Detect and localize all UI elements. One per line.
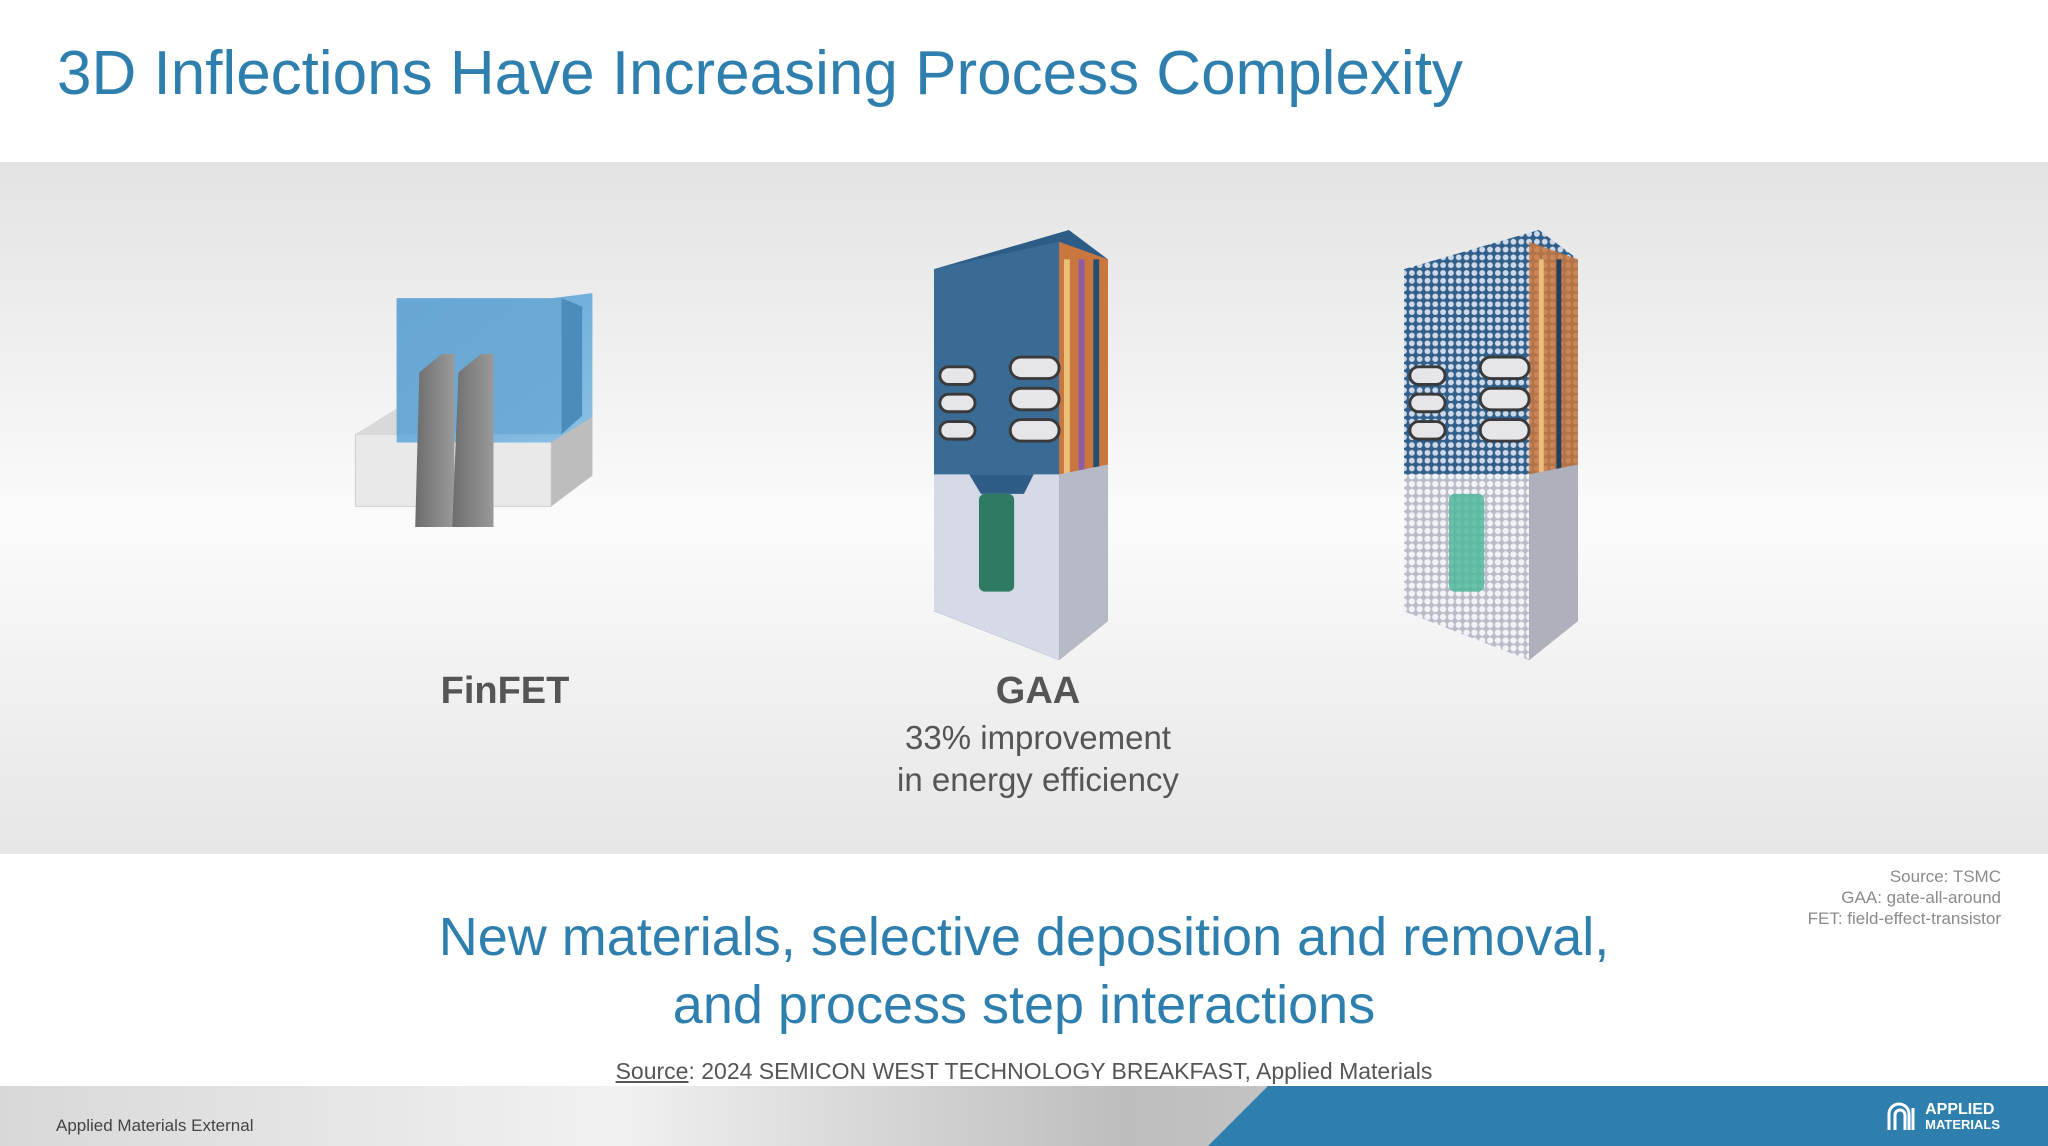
- logo-line-1: APPLIED: [1925, 1101, 1995, 1118]
- gaa-subtitle-line-1: 33% improvement: [905, 719, 1171, 756]
- classification-label: Applied Materials External: [56, 1116, 254, 1135]
- note-gaa: GAA: gate-all-around: [1841, 888, 2001, 907]
- tagline-line-1: New materials, selective deposition and …: [438, 907, 1610, 967]
- finfet-illustration: [354, 293, 593, 527]
- applied-materials-logo-icon: [1887, 1102, 1915, 1130]
- slide-title: 3D Inflections Have Increasing Process C…: [57, 39, 1463, 108]
- logo-line-2: MATERIALS: [1925, 1117, 2000, 1132]
- note-source: Source: TSMC: [1889, 867, 2001, 886]
- applied-materials-logo: APPLIED MATERIALS: [1885, 1100, 2000, 1134]
- abbreviation-notes: Source: TSMC GAA: gate-all-around FET: f…: [1808, 866, 2001, 929]
- gaa-illustration: [934, 230, 1108, 660]
- gaa-subtitle-line-2: in energy efficiency: [897, 761, 1179, 798]
- finfet-label: FinFET: [440, 670, 570, 712]
- note-fet: FET: field-effect-transistor: [1807, 909, 2001, 928]
- footer-bar: Applied Materials External APPLIED MATER…: [0, 1086, 2048, 1146]
- atomistic-gaa-illustration: [1404, 230, 1578, 660]
- tagline: New materials, selective deposition and …: [0, 903, 2048, 1039]
- source-citation: Source: 2024 SEMICON WEST TECHNOLOGY BRE…: [0, 1058, 2048, 1085]
- gaa-label: GAA: [995, 670, 1081, 712]
- tagline-line-2: and process step interactions: [672, 975, 1376, 1035]
- source-prefix: Source: [615, 1058, 689, 1084]
- source-text: : 2024 SEMICON WEST TECHNOLOGY BREAKFAST…: [688, 1058, 1433, 1084]
